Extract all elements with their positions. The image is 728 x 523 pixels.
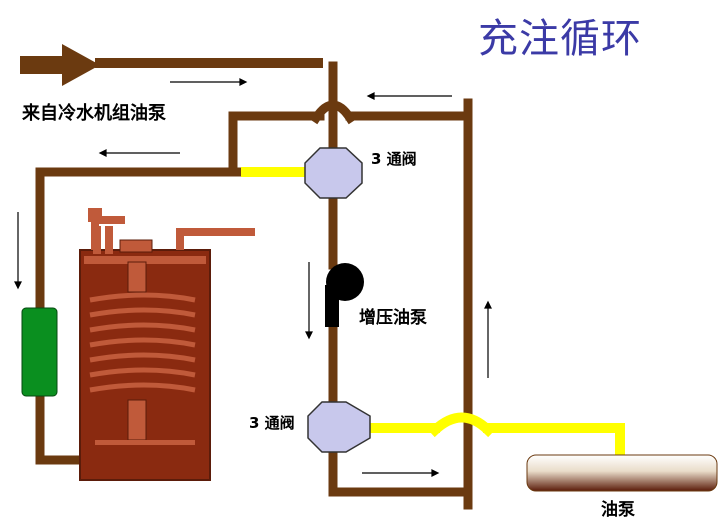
thin-arrow-icon bbox=[98, 149, 180, 157]
valve-top-label: 3 通阀 bbox=[371, 150, 417, 168]
octagon-valve-icon bbox=[304, 147, 363, 199]
coil bbox=[89, 292, 196, 393]
page-title: 充注循环 bbox=[478, 16, 642, 62]
oil-lines bbox=[241, 167, 625, 457]
lower-oil-crossover bbox=[427, 412, 496, 438]
thin-arrow-icon bbox=[484, 300, 492, 378]
thin-arrow-icon bbox=[366, 92, 452, 100]
octagon-valve-icon bbox=[307, 401, 371, 453]
upper-branch-pipe bbox=[228, 111, 325, 177]
oil-tank-label: 油泵 bbox=[601, 500, 635, 520]
chiller-tank bbox=[79, 208, 255, 481]
lower-oil-line-b bbox=[483, 423, 625, 457]
thin-arrow-icon bbox=[14, 212, 22, 290]
flow-arrows bbox=[14, 78, 492, 477]
main-vertical-bottom bbox=[328, 447, 473, 497]
thin-arrow-icon bbox=[362, 469, 440, 477]
thin-arrow-icon bbox=[170, 78, 248, 86]
valve-bottom bbox=[307, 401, 371, 453]
big-right-arrow-icon bbox=[20, 44, 323, 86]
pump-icon bbox=[325, 263, 364, 327]
pipe-network bbox=[35, 61, 473, 510]
booster-pump-label: 增压油泵 bbox=[359, 308, 427, 328]
oil-tank bbox=[526, 454, 718, 492]
valve-bottom-label: 3 通阀 bbox=[249, 414, 295, 432]
filter-icon bbox=[21, 307, 58, 397]
thin-arrow-icon bbox=[305, 262, 313, 340]
valve-top bbox=[304, 147, 363, 199]
source-label: 来自冷水机组油泵 bbox=[22, 103, 166, 124]
